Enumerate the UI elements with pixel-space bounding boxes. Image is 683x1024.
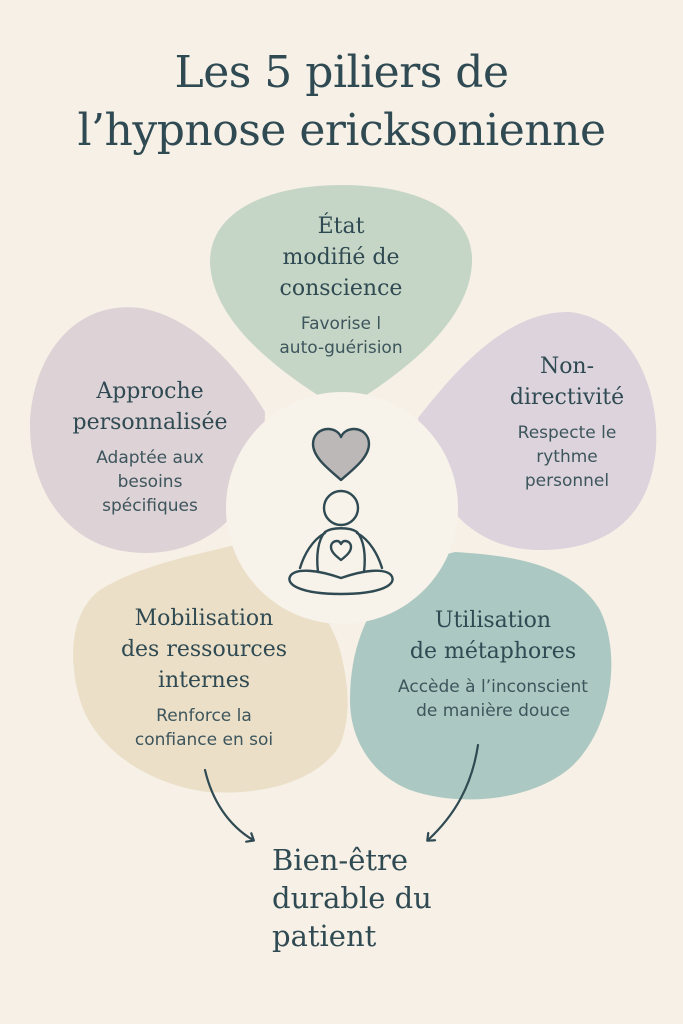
pillar-description: Favorise l auto-guérision <box>226 312 456 360</box>
pillar-description: Accède à l’inconscient de manière douce <box>362 675 624 723</box>
pillar-title-line: Utilisation <box>434 608 552 633</box>
title-line: Les 5 piliers de <box>174 47 509 98</box>
pillar-description: Respecte le rythme personnel <box>476 421 658 493</box>
outcome-line: durable du <box>272 881 432 915</box>
pillar-description: Adaptée aux besoins spécifiques <box>34 446 266 518</box>
pillar-title-line: des ressources <box>120 637 288 662</box>
torso <box>316 527 366 574</box>
pillar-desc-line: de manière douce <box>416 701 570 721</box>
pillar-title-line: Mobilisation <box>134 606 274 631</box>
pillar-title-line: État <box>317 214 365 239</box>
petal-approche <box>29 307 266 553</box>
outcome-line: Bien-être <box>272 843 409 877</box>
title-line: l’hypnose ericksonienne <box>77 105 606 156</box>
pillar-desc-line: auto-guérision <box>279 338 403 358</box>
center-disc <box>226 392 458 624</box>
pillar-title-line: directivité <box>509 385 625 410</box>
pillar-title-line: modifié de <box>282 245 400 270</box>
pillar-desc-line: personnel <box>524 471 610 491</box>
heart-icon <box>311 427 371 482</box>
pillar-desc-line: spécifiques <box>102 496 198 516</box>
pillar-desc-line: Favorise l <box>300 314 382 334</box>
pillar-desc-line: Accède à l’inconscient <box>398 677 588 697</box>
pillar-title-line: conscience <box>279 276 403 301</box>
pillar-desc-line: Respecte le <box>517 423 617 443</box>
pillar-desc-line: Adaptée aux <box>96 448 204 468</box>
pillar-title-line: de métaphores <box>409 639 577 664</box>
pillar-title: Approche personnalisée <box>34 376 266 438</box>
pillar-etat-modifie: État modifié de conscience Favorise l au… <box>226 211 456 360</box>
crossed-legs <box>288 569 394 596</box>
pillar-non-directivite: Non- directivité Respecte le rythme pers… <box>476 351 658 493</box>
pillar-desc-line: besoins <box>117 472 183 492</box>
arrow-left <box>203 768 253 840</box>
meditating-person-icon <box>288 427 394 596</box>
right-arm <box>355 531 384 570</box>
pillar-metaphores: Utilisation de métaphores Accède à l’inc… <box>362 605 624 723</box>
pillar-title: État modifié de conscience <box>226 211 456 304</box>
pillar-desc-line: Renforce la <box>156 706 252 726</box>
petal-etat-modifie <box>210 185 473 410</box>
pillar-title-line: personnalisée <box>72 410 228 435</box>
outcome-line: patient <box>272 919 377 953</box>
arrow-right <box>428 743 480 840</box>
small-heart-icon <box>329 539 353 562</box>
petal-ressources <box>73 545 348 793</box>
petal-metaphores <box>350 552 612 800</box>
pillar-title-line: Non- <box>539 354 595 379</box>
pillar-ressources: Mobilisation des ressources internes Ren… <box>78 603 330 752</box>
petal-non-directivite <box>418 311 657 550</box>
pillar-title: Mobilisation des ressources internes <box>78 603 330 696</box>
pillar-desc-line: confiance en soi <box>134 730 274 750</box>
pillar-title-line: internes <box>157 668 251 693</box>
pillar-desc-line: rythme <box>536 447 598 467</box>
pillar-approche: Approche personnalisée Adaptée aux besoi… <box>34 376 266 518</box>
pillar-description: Renforce la confiance en soi <box>78 704 330 752</box>
page-title: Les 5 piliers de l’hypnose ericksonienne <box>0 44 683 160</box>
pillar-title: Utilisation de métaphores <box>362 605 624 667</box>
outcome-text: Bien-être durable du patient <box>272 841 432 955</box>
pillar-title: Non- directivité <box>476 351 658 413</box>
head <box>322 489 360 527</box>
left-arm <box>298 531 327 570</box>
pillar-title-line: Approche <box>96 379 204 404</box>
